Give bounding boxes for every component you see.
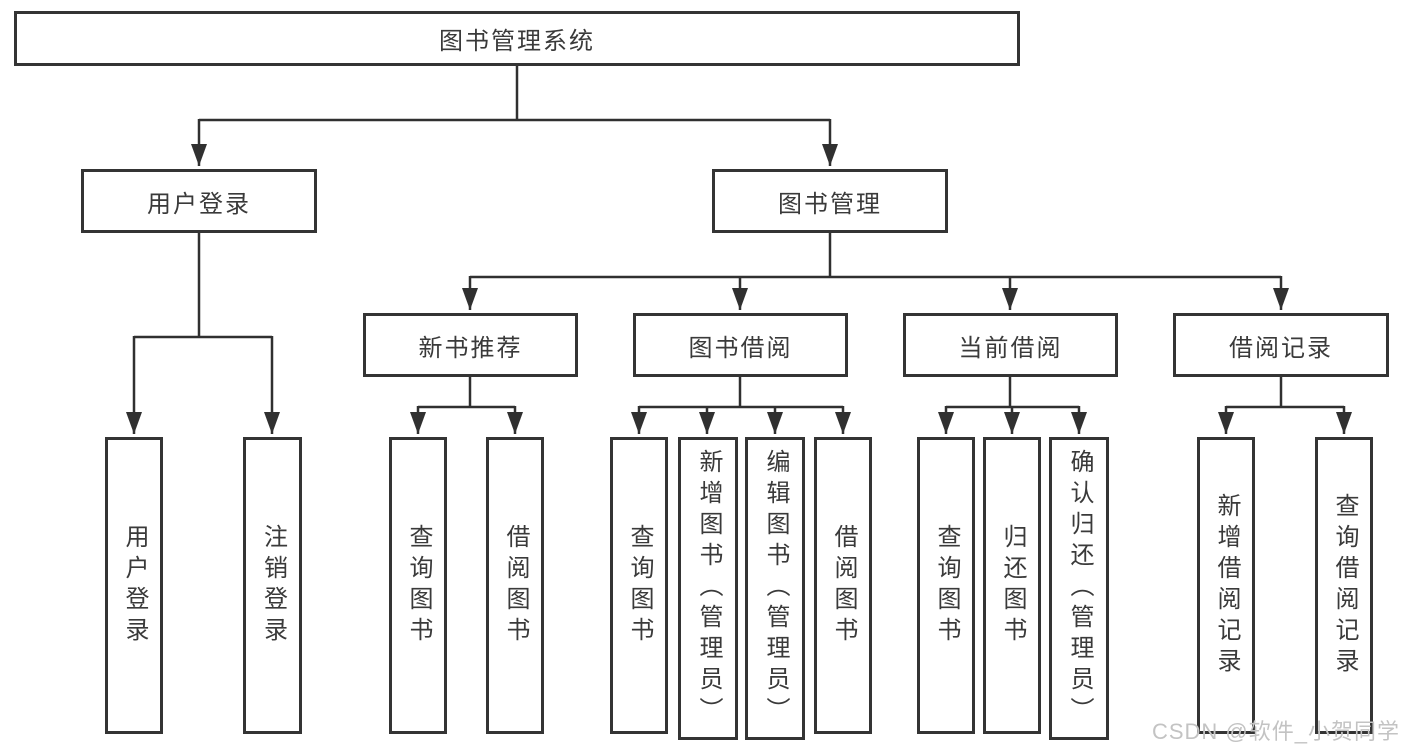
node-book-borrow: 图书借阅 [633,313,848,377]
leaf-add-borrow-record: 新增借阅记录 [1197,437,1255,734]
leaf-label: 查询图书 [626,523,653,648]
node-book-borrow-label: 图书借阅 [688,334,793,362]
node-current-borrow: 当前借阅 [903,313,1118,377]
node-borrow-records-label: 借阅记录 [1229,334,1333,362]
leaf-user-login: 用户登录 [105,437,163,734]
leaf-label: 归还图书 [999,523,1026,648]
node-current-borrow-label: 当前借阅 [958,334,1063,362]
leaf-query-books-current: 查询图书 [917,437,975,734]
node-new-book-recommend: 新书推荐 [363,313,578,377]
leaf-label: 注销登录 [259,523,287,648]
leaf-borrow-books-recommend: 借阅图书 [486,437,544,734]
node-borrow-records: 借阅记录 [1173,313,1389,377]
leaf-label: 用户登录 [121,523,148,648]
leaf-label: 借阅图书 [830,523,857,648]
leaf-label: 新增借阅记录 [1213,492,1240,679]
leaf-label: 借阅图书 [502,523,529,648]
leaf-query-books-borrow: 查询图书 [610,437,668,734]
leaf-edit-books-admin: 编辑图书（管理员） [745,437,805,740]
node-user-login: 用户登录 [81,169,317,233]
leaf-label: 查询借阅记录 [1331,492,1358,679]
leaf-label: 确认归还（管理员） [1066,449,1093,728]
node-new-book-recommend-label: 新书推荐 [418,334,523,362]
csdn-watermark: CSDN @软件_小贺同学 [1151,719,1400,744]
leaf-add-books-admin: 新增图书（管理员） [678,437,738,740]
leaf-logout: 注销登录 [243,437,302,734]
leaf-label: 查询图书 [405,523,432,648]
node-root-label: 图书管理系统 [439,28,595,55]
node-book-management: 图书管理 [712,169,948,233]
leaf-confirm-return-admin: 确认归还（管理员） [1049,437,1109,740]
leaf-return-books: 归还图书 [983,437,1041,734]
node-book-management-label: 图书管理 [778,190,882,218]
leaf-query-books-recommend: 查询图书 [389,437,447,734]
leaf-borrow-books: 借阅图书 [814,437,872,734]
node-root: 图书管理系统 [14,11,1020,66]
leaf-label: 新增图书（管理员） [695,449,722,728]
leaf-label: 查询图书 [933,523,960,648]
node-user-login-label: 用户登录 [147,190,251,218]
leaf-label: 编辑图书（管理员） [762,449,789,728]
leaf-query-borrow-record: 查询借阅记录 [1315,437,1373,734]
